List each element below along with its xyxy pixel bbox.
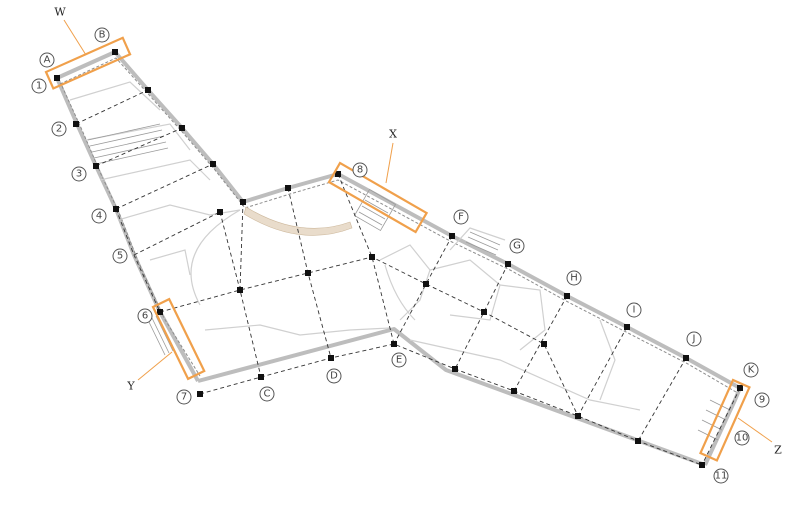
grid-bubbles: A B 1 2 3 4 5 6 7 8 C D E F G H I J K 9 … (31, 27, 770, 484)
svg-text:8: 8 (357, 165, 363, 176)
grid-bubble-10: 10 (734, 430, 750, 446)
column-node (217, 209, 223, 215)
stair-left-wing (87, 123, 169, 165)
grid-bubble-3: 3 (71, 166, 87, 182)
column-node (157, 309, 163, 315)
stair-x (353, 188, 397, 232)
svg-text:5: 5 (117, 251, 123, 262)
grid-bubble-k: K (743, 362, 759, 378)
column-node (575, 413, 581, 419)
stairs (87, 123, 731, 441)
section-label-y: Y (126, 380, 135, 393)
column-node (240, 199, 246, 205)
section-z: Z (699, 378, 782, 462)
column-node (511, 388, 517, 394)
section-w: W (44, 6, 132, 90)
column-node (449, 233, 455, 239)
svg-text:E: E (396, 355, 402, 366)
grid-bubble-6: 6 (137, 308, 153, 324)
building-walls (55, 50, 742, 467)
grid-bubble-d: D (326, 368, 342, 384)
column-node (197, 391, 203, 397)
column-node (179, 125, 185, 131)
column-node (369, 254, 375, 260)
grid-bubble-i: I (626, 302, 642, 318)
svg-text:10: 10 (736, 433, 749, 444)
column-node (113, 206, 119, 212)
column-node (737, 385, 743, 391)
structural-grid-lines (75, 89, 741, 466)
grid-bubble-4: 4 (91, 208, 107, 224)
grid-bubble-8: 8 (352, 162, 368, 178)
column-node (505, 261, 511, 267)
column-node (624, 324, 630, 330)
svg-text:G: G (513, 241, 521, 252)
grid-bubble-b: B (94, 27, 110, 43)
column-node (683, 355, 689, 361)
svg-text:6: 6 (142, 311, 148, 322)
svg-text:K: K (748, 365, 755, 376)
column-node (54, 75, 60, 81)
column-node (93, 163, 99, 169)
column-node (328, 355, 334, 361)
svg-text:11: 11 (715, 471, 728, 482)
svg-text:1: 1 (36, 81, 42, 92)
section-y: Y (126, 297, 206, 393)
svg-text:3: 3 (76, 169, 82, 180)
section-label-w: W (54, 6, 66, 19)
svg-text:9: 9 (759, 395, 765, 406)
svg-text:2: 2 (56, 124, 62, 135)
svg-text:F: F (458, 212, 464, 223)
svg-text:7: 7 (181, 392, 187, 403)
svg-text:D: D (330, 371, 338, 382)
ramp-bridge (243, 206, 353, 236)
column-node (305, 270, 311, 276)
svg-text:J: J (692, 334, 696, 345)
grid-bubble-f: F (453, 209, 469, 225)
grid-bubble-9: 9 (754, 392, 770, 408)
svg-text:A: A (44, 55, 51, 66)
column-nodes (54, 49, 743, 468)
section-x: X (327, 128, 429, 234)
column-node (541, 341, 547, 347)
column-node (335, 171, 341, 177)
grid-bubble-c: C (259, 386, 275, 402)
stair-g (465, 231, 501, 256)
grid-bubble-5: 5 (112, 248, 128, 264)
svg-text:C: C (264, 389, 271, 400)
column-node (258, 374, 264, 380)
column-node (145, 87, 151, 93)
grid-bubble-7: 7 (176, 389, 192, 405)
grid-bubble-h: H (566, 270, 582, 286)
column-node (285, 185, 291, 191)
svg-text:B: B (99, 30, 106, 41)
grid-bubble-e: E (391, 352, 407, 368)
svg-text:I: I (633, 305, 636, 316)
grid-bubble-1: 1 (31, 78, 47, 94)
section-markers: W X Y Z (44, 6, 782, 462)
interior-rooms (69, 81, 641, 411)
column-node (73, 121, 79, 127)
svg-text:H: H (570, 273, 578, 284)
column-node (699, 462, 705, 468)
section-label-x: X (389, 128, 397, 141)
grid-bubble-a: A (39, 52, 55, 68)
column-node (423, 281, 429, 287)
column-node (635, 438, 641, 444)
stair-y (147, 315, 174, 356)
column-node (452, 366, 458, 372)
column-node (210, 161, 216, 167)
section-label-z: Z (774, 444, 782, 457)
column-node (564, 293, 570, 299)
grid-bubble-g: G (509, 238, 525, 254)
column-node (237, 287, 243, 293)
grid-bubble-11: 11 (713, 468, 729, 484)
column-node (481, 309, 487, 315)
grid-bubble-2: 2 (51, 121, 67, 137)
svg-text:4: 4 (96, 211, 102, 222)
column-node (112, 49, 118, 55)
column-node (391, 341, 397, 347)
grid-bubble-j: J (686, 331, 702, 347)
